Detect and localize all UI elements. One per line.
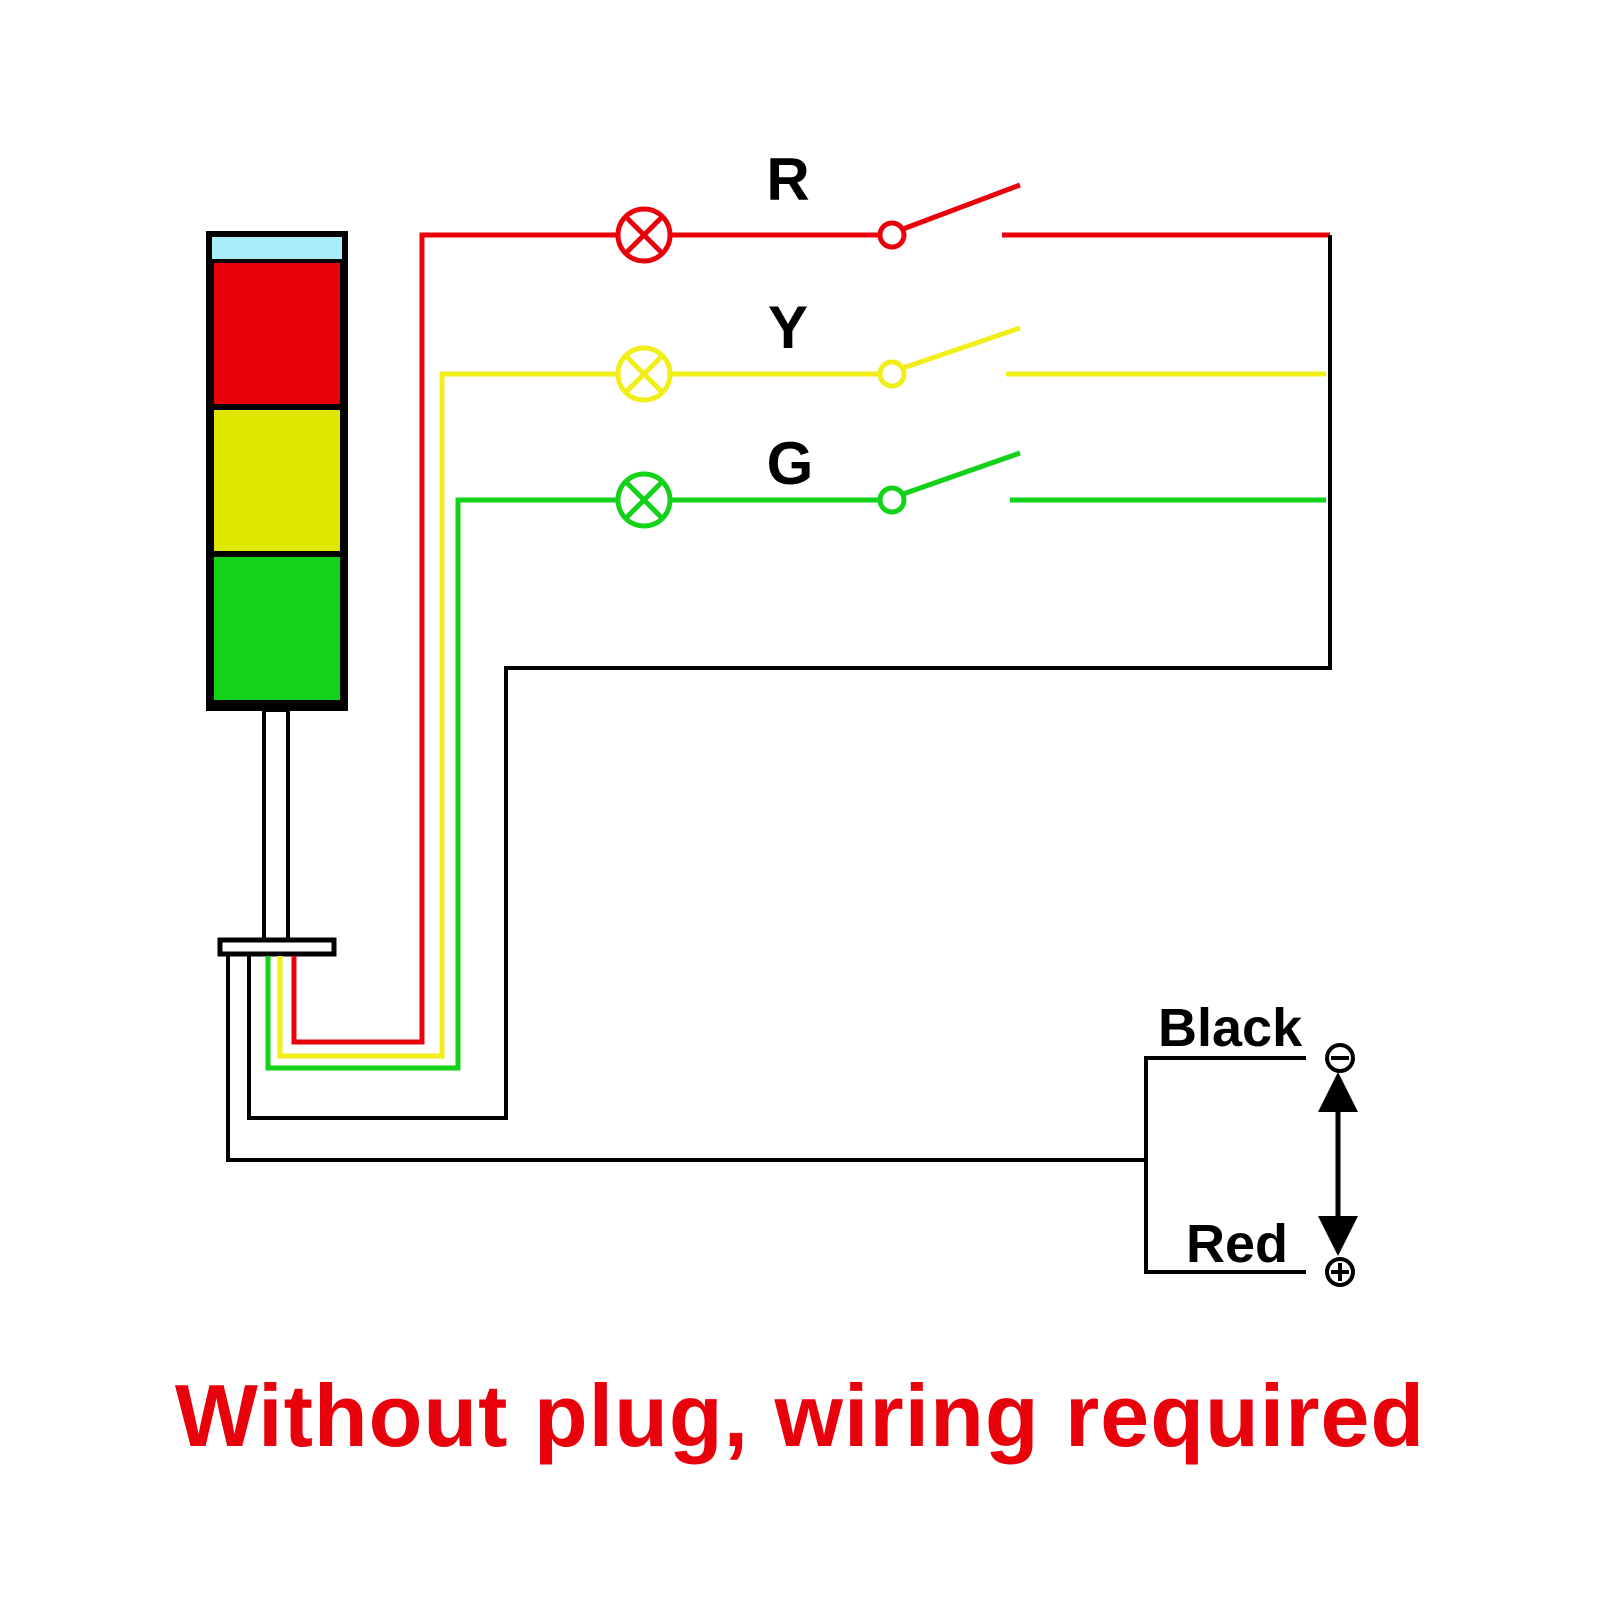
switch-icon <box>877 325 1021 389</box>
green-circuit <box>265 450 1326 1071</box>
common-return-wire <box>247 235 1332 1120</box>
lamp-icon <box>615 345 673 403</box>
switch-icon <box>877 450 1021 515</box>
label-red: Red <box>1186 1214 1288 1274</box>
red-wire-feed <box>291 232 618 1045</box>
yellow-wire-feed <box>277 371 618 1059</box>
tower-red-segment <box>210 259 344 408</box>
green-wire-feed <box>265 497 618 1071</box>
tower-yellow-segment <box>210 406 344 555</box>
label-g: G <box>767 430 814 497</box>
tower-green-segment <box>210 553 344 704</box>
minus-terminal-icon <box>1325 1043 1355 1073</box>
plus-terminal-icon <box>1325 1257 1355 1287</box>
tower-cap <box>212 237 342 259</box>
switch-icon <box>877 182 1021 250</box>
power-supply-wire <box>226 956 1146 1162</box>
label-y: Y <box>768 294 808 361</box>
caption: Without plug, wiring required <box>174 1366 1426 1465</box>
red-circuit <box>291 182 1330 1045</box>
label-black: Black <box>1158 998 1303 1058</box>
power-supply-box <box>1144 1056 1306 1274</box>
tower-pole <box>262 708 290 948</box>
yellow-circuit <box>277 325 1326 1059</box>
label-r: R <box>766 146 809 213</box>
signal-tower <box>206 231 348 957</box>
tower-mount-bracket <box>217 937 337 957</box>
black-common-circuit <box>226 235 1332 1274</box>
lamp-icon <box>615 471 673 529</box>
lamp-icon <box>615 206 673 264</box>
